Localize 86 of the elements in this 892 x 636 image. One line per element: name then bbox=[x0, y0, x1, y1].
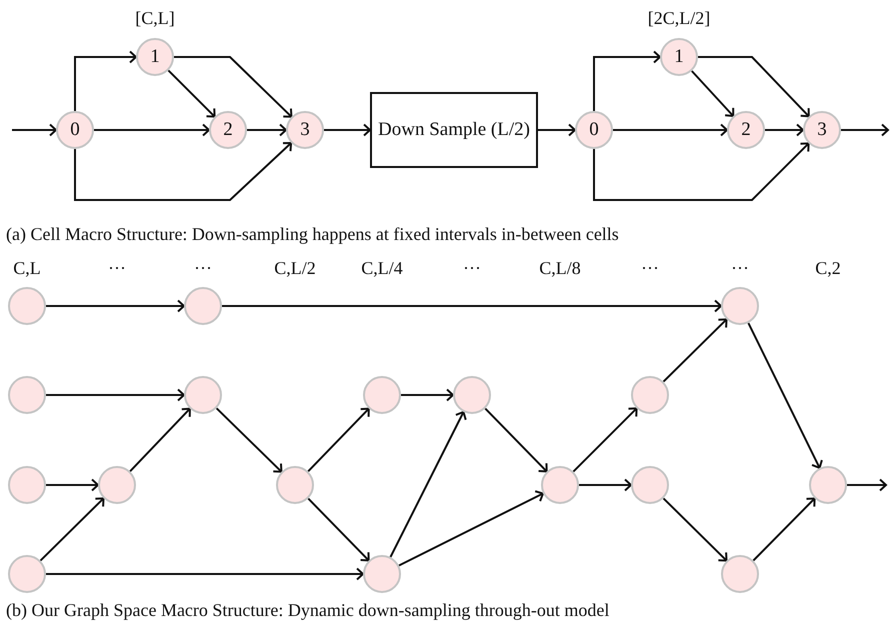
arrow bbox=[46, 300, 185, 312]
arrow bbox=[484, 408, 548, 472]
arrow bbox=[324, 124, 371, 136]
graph-node bbox=[56, 111, 94, 149]
graph-node bbox=[727, 111, 765, 149]
arrow bbox=[12, 124, 57, 136]
arrow bbox=[765, 124, 804, 136]
graph-node bbox=[8, 376, 46, 414]
graph-node bbox=[136, 38, 174, 76]
caption: (a) Cell Macro Structure: Down-sampling happens at fixed intervals in-between cells bbox=[6, 224, 619, 245]
arrow bbox=[698, 56, 810, 118]
graph-node bbox=[8, 287, 46, 325]
node-label: 3 bbox=[817, 119, 827, 141]
arrow bbox=[593, 50, 661, 111]
column-label: ··· bbox=[194, 258, 212, 279]
node-annotation: [C,L] bbox=[135, 8, 175, 29]
node-label: 1 bbox=[150, 46, 160, 68]
graph-node bbox=[8, 555, 46, 593]
arrow bbox=[662, 318, 728, 382]
graph-node bbox=[286, 111, 324, 149]
node-label: 2 bbox=[223, 119, 233, 141]
column-label: ··· bbox=[731, 258, 749, 279]
process-box bbox=[370, 92, 538, 168]
arrow bbox=[129, 408, 191, 472]
graph-node bbox=[363, 376, 401, 414]
node-label: Down Sample (L/2) bbox=[378, 118, 530, 142]
column-label: C,L/2 bbox=[274, 258, 316, 279]
arrow bbox=[168, 70, 216, 118]
arrow bbox=[401, 388, 454, 402]
arrow bbox=[46, 388, 185, 402]
node-label: 0 bbox=[589, 119, 599, 141]
arrow bbox=[46, 568, 364, 580]
graph-node bbox=[209, 111, 247, 149]
column-label: ··· bbox=[641, 258, 659, 279]
graph-node bbox=[8, 466, 46, 504]
node-label: 0 bbox=[70, 119, 80, 141]
arrow bbox=[222, 300, 722, 312]
arrow bbox=[308, 498, 370, 562]
node-label: 1 bbox=[674, 46, 684, 68]
node-label: 2 bbox=[741, 119, 751, 141]
graph-node bbox=[541, 466, 579, 504]
graph-node bbox=[363, 555, 401, 593]
arrow bbox=[390, 411, 467, 558]
arrow bbox=[579, 478, 632, 492]
arrow bbox=[572, 407, 638, 472]
graph-node bbox=[631, 376, 669, 414]
graph-node bbox=[631, 466, 669, 504]
graph-node bbox=[276, 466, 314, 504]
arrow bbox=[752, 498, 816, 562]
arrow bbox=[247, 124, 287, 136]
graph-node bbox=[575, 111, 613, 149]
graph-node bbox=[453, 376, 491, 414]
graph-node bbox=[660, 38, 698, 76]
column-label: C,L/8 bbox=[539, 258, 581, 279]
column-label: ··· bbox=[108, 258, 126, 279]
node-label: 3 bbox=[300, 119, 310, 141]
arrow bbox=[613, 124, 728, 136]
graph-node bbox=[98, 466, 136, 504]
column-label: C,2 bbox=[815, 258, 841, 279]
arrow bbox=[662, 498, 728, 562]
arrow bbox=[538, 124, 576, 136]
arrow bbox=[847, 478, 887, 492]
arrow bbox=[174, 56, 292, 118]
graph-node bbox=[721, 555, 759, 593]
arrow bbox=[216, 408, 282, 473]
column-label: C,L bbox=[13, 258, 41, 279]
arrow bbox=[74, 142, 292, 201]
column-label: C,L/4 bbox=[361, 258, 403, 279]
arrow bbox=[398, 490, 544, 566]
graph-node bbox=[184, 376, 222, 414]
graph-node bbox=[184, 287, 222, 325]
arrow bbox=[94, 124, 210, 136]
node-annotation: [2C,L/2] bbox=[648, 8, 710, 29]
arrow bbox=[46, 478, 99, 492]
arrow bbox=[307, 408, 370, 472]
arrow bbox=[691, 70, 734, 117]
arrow bbox=[40, 497, 104, 562]
arrow bbox=[593, 142, 810, 201]
arrow bbox=[748, 322, 823, 469]
graph-node bbox=[803, 111, 841, 149]
arrow bbox=[74, 50, 137, 111]
column-label: ··· bbox=[463, 258, 481, 279]
graph-node bbox=[809, 466, 847, 504]
arrow bbox=[841, 124, 889, 136]
caption: (b) Our Graph Space Macro Structure: Dynamic down-sampling through-out model bbox=[6, 600, 610, 621]
graph-node bbox=[721, 287, 759, 325]
